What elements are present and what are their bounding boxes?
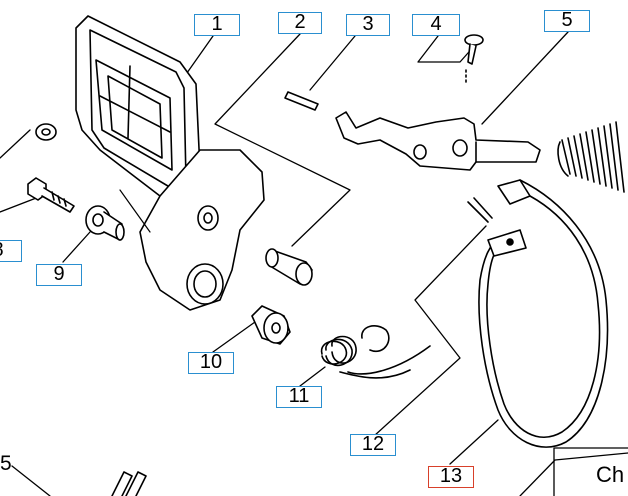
torsion-spring-part: [320, 325, 431, 379]
sleeve-part: [111, 471, 147, 496]
callout-12: 12: [350, 434, 396, 456]
callout-5: 5: [544, 10, 590, 32]
brake-lever-part: [335, 111, 541, 171]
callout-11: 11: [276, 386, 322, 408]
fragment-frame: [553, 447, 628, 496]
callout-10: 10: [188, 352, 234, 374]
callout-8: 8: [0, 240, 22, 262]
pivot-pin-part: [265, 248, 313, 286]
bolt-part: [27, 177, 75, 213]
spring-part: [557, 121, 625, 193]
leader-lines: [0, 31, 628, 496]
callout-4: 4: [412, 14, 460, 36]
bushing-part: [85, 205, 125, 241]
callout-13: 13: [428, 466, 474, 488]
rivet-part: [251, 305, 291, 345]
callout-1: 1: [194, 14, 240, 36]
pin-part: [284, 91, 319, 111]
callout-2: 2: [278, 12, 322, 34]
callout-5-bottom: 5: [0, 452, 12, 475]
callout-9: 9: [36, 264, 82, 286]
hand-guard-part: [75, 15, 265, 311]
screw-part: [464, 34, 484, 83]
callout-3: 3: [346, 14, 390, 36]
washer-part: [35, 123, 57, 141]
brake-band-part: [467, 179, 609, 448]
fragment-label: Ch: [596, 462, 625, 487]
